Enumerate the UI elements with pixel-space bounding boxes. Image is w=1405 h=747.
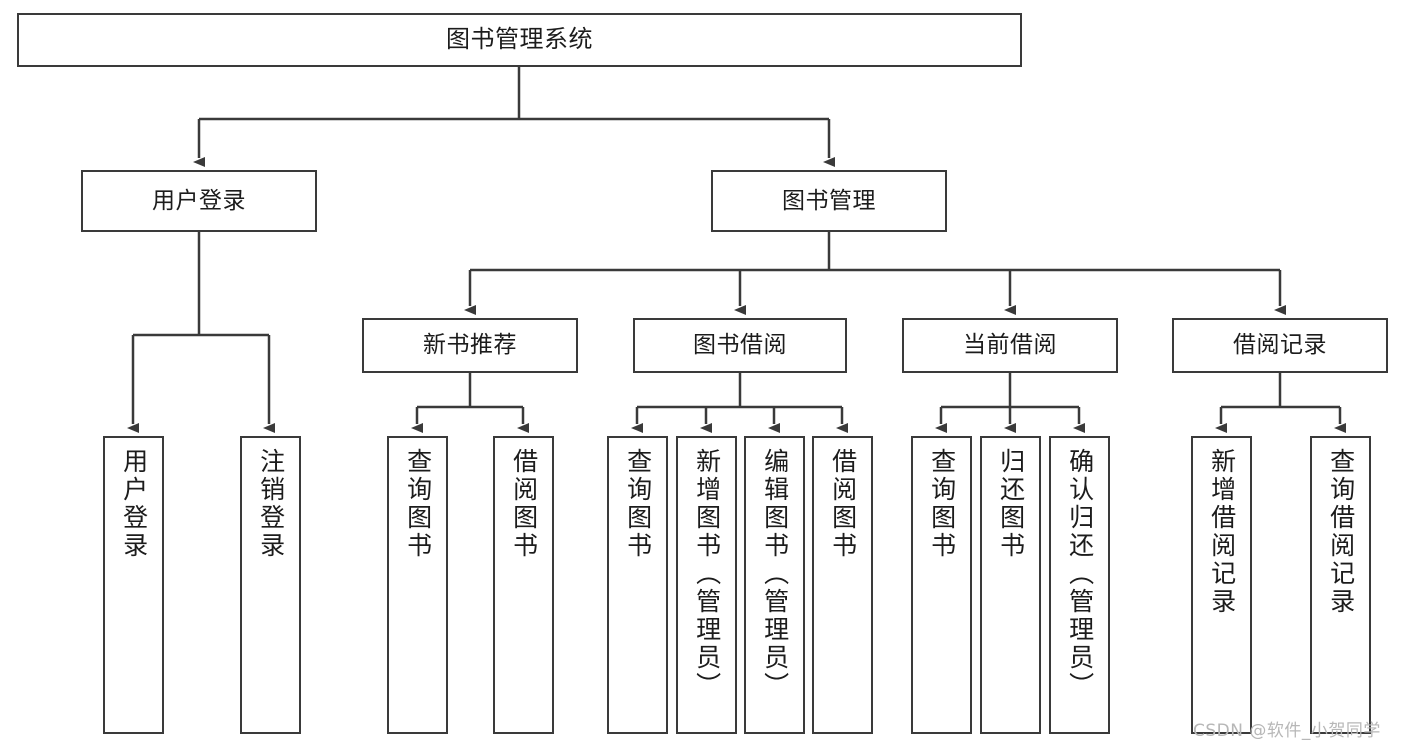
leaf-book-borrow-edit-book-label: 编辑图书（管理员） (760, 448, 790, 700)
leaf-user-login-login-label: 用户登录 (119, 448, 149, 560)
leaf-current-borrow-query-book[interactable]: 查询图书 (911, 436, 972, 734)
node-user-login[interactable]: 用户登录 (81, 170, 317, 232)
leaf-new-book-borrow-book-label: 借阅图书 (509, 448, 539, 560)
leaf-book-borrow-add-book[interactable]: 新增图书（管理员） (676, 436, 737, 734)
leaf-current-borrow-query-book-label: 查询图书 (927, 448, 957, 560)
node-new-book-recommend-label: 新书推荐 (423, 332, 517, 359)
leaf-new-book-query-book-label: 查询图书 (403, 448, 433, 560)
csdn-watermark: CSDN @软件_小贺同学 (1193, 721, 1381, 741)
leaf-current-borrow-confirm-return[interactable]: 确认归还（管理员） (1049, 436, 1110, 734)
leaf-user-login-logout[interactable]: 注销登录 (240, 436, 301, 734)
leaf-book-borrow-borrow-book[interactable]: 借阅图书 (812, 436, 873, 734)
node-root-system[interactable]: 图书管理系统 (17, 13, 1022, 67)
leaf-borrow-record-query-record[interactable]: 查询借阅记录 (1310, 436, 1371, 734)
node-root-system-label: 图书管理系统 (446, 25, 593, 54)
leaf-new-book-borrow-book[interactable]: 借阅图书 (493, 436, 554, 734)
leaf-current-borrow-return-book[interactable]: 归还图书 (980, 436, 1041, 734)
node-current-borrow-label: 当前借阅 (963, 332, 1057, 359)
leaf-current-borrow-return-book-label: 归还图书 (996, 448, 1026, 560)
leaf-book-borrow-edit-book[interactable]: 编辑图书（管理员） (744, 436, 805, 734)
node-borrow-record[interactable]: 借阅记录 (1172, 318, 1388, 373)
node-book-management[interactable]: 图书管理 (711, 170, 947, 232)
leaf-borrow-record-add-record[interactable]: 新增借阅记录 (1191, 436, 1252, 734)
leaf-new-book-query-book[interactable]: 查询图书 (387, 436, 448, 734)
leaf-current-borrow-confirm-return-label: 确认归还（管理员） (1065, 448, 1095, 700)
leaf-user-login-login[interactable]: 用户登录 (103, 436, 164, 734)
leaf-book-borrow-query-book-label: 查询图书 (623, 448, 653, 560)
leaf-borrow-record-query-record-label: 查询借阅记录 (1326, 448, 1356, 616)
leaf-user-login-logout-label: 注销登录 (256, 448, 286, 560)
node-borrow-record-label: 借阅记录 (1233, 332, 1327, 359)
node-book-management-label: 图书管理 (782, 187, 876, 214)
leaf-book-borrow-borrow-book-label: 借阅图书 (828, 448, 858, 560)
node-book-borrow[interactable]: 图书借阅 (633, 318, 847, 373)
leaf-book-borrow-query-book[interactable]: 查询图书 (607, 436, 668, 734)
leaf-book-borrow-add-book-label: 新增图书（管理员） (692, 448, 722, 700)
leaf-borrow-record-add-record-label: 新增借阅记录 (1207, 448, 1237, 616)
node-current-borrow[interactable]: 当前借阅 (902, 318, 1118, 373)
node-user-login-label: 用户登录 (152, 187, 246, 214)
node-new-book-recommend[interactable]: 新书推荐 (362, 318, 578, 373)
node-book-borrow-label: 图书借阅 (693, 332, 787, 359)
